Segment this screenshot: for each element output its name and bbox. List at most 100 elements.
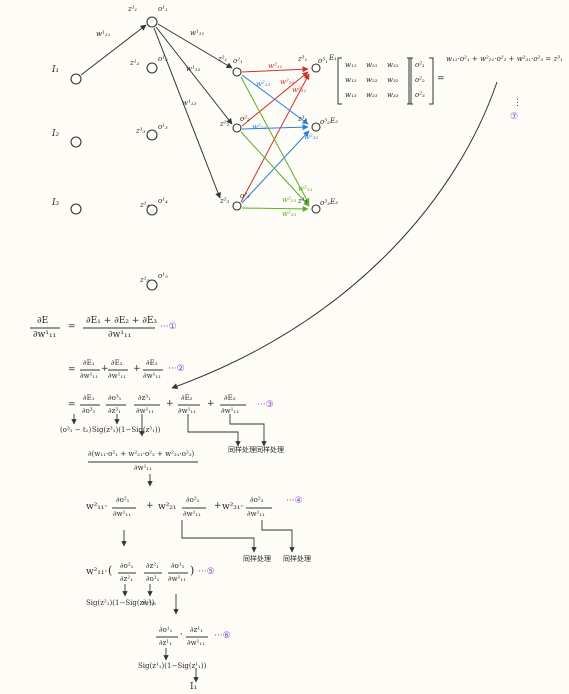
eq5-f3-den: ∂w¹₁₁ [168,575,187,583]
eq2-plus-2: + [133,364,141,374]
eq3-plus-1: + [166,399,174,409]
eq3-f1-num: ∂E₁ [83,394,95,402]
output-e-1: E₁ [329,54,337,62]
weight-green-2: w²₂₃ [282,196,297,204]
eq3-plus-2: + [207,399,215,409]
output-node-1 [311,63,321,73]
hidden1-z-1: z¹₁ [128,5,138,13]
output-e-2: E₂ [330,117,338,125]
matrix-cell: w₃₁ [387,61,399,69]
edge-green-1 [240,76,310,205]
connector-line [261,520,295,553]
vector-cell: o²₃ [415,91,425,99]
first-layer-weight-3: w¹₁₃ [182,99,197,107]
eq2-t1-den: ∂w¹₁₁ [80,372,99,380]
expansion-num: ∂(w₁₁·o²₁ + w²₂₁·o²₂ + w²₃₁·o²₃) [88,450,195,458]
eq4-coef-1: w²₁₁· [86,502,108,512]
eq4-same-1: 同样处理 [243,555,271,563]
eq6-f1-num: ∂o¹₁ [159,626,173,634]
eq1-rhs-num: ∂E₁ + ∂E₂ + ∂E₃ [86,316,158,326]
eq4-f3-num: ∂o²₃ [250,496,264,504]
eq4-plus-1: + [146,501,154,511]
matrix-cell: w₁₂ [345,76,357,84]
eq4-f3-den: ∂w¹₁₁ [247,510,266,518]
hidden2-node-1 [232,67,242,77]
eq4-coef-3: w²₃₁· [222,502,244,512]
output-node-2 [311,122,321,132]
weight-red-3: w²₃₁ [292,86,307,94]
eq5-close-paren: ) [190,564,195,577]
hidden1-z-4: z¹₄ [140,201,150,209]
output-z-3: z³₃ [298,197,308,205]
hidden1-z-3: z¹₃ [136,127,146,135]
edge-green-2 [240,131,310,207]
edge-green-3 [241,205,309,212]
output-z-1: z³₁ [298,55,308,63]
hidden2-o-3: o²₃ [240,192,250,200]
input-label-1: I₁ [52,65,60,75]
eq5-f2-den: ∂o¹₁ [146,575,160,583]
eq4-plus-2: + [214,501,222,511]
eq2-t1-num: ∂E₁ [83,359,95,367]
weight-red-1: w²₁₁ [268,62,283,70]
marker-2: ···② [168,364,185,374]
eq1-rhs-den: ∂w¹₁₁ [108,330,132,340]
hidden1-node-1 [146,16,158,28]
eq3-t3-num: ∂E₃ [224,394,236,402]
eq3-t2-num: ∂E₂ [181,394,193,402]
vector-cell: o²₂ [415,76,425,84]
edge-i1-h1 [80,24,147,76]
vector-cell: o²₁ [415,61,425,69]
eq2-t2-num: ∂E₂ [111,359,123,367]
marker-3: ···③ [257,400,274,410]
input-node-1 [70,73,82,85]
marker-6: ···⑥ [214,631,231,641]
eq3-under-2: Sig(z³₁)(1−Sig(z³₁)) [92,426,161,434]
eq3-same-1: 同样处理 [228,446,256,454]
eq4-f2-num: ∂o²₂ [186,496,200,504]
eq6-under-2: I₁ [190,682,198,692]
curved-reference-arrow [171,81,498,389]
eq3-under-1: (o³₁ − t₁) [60,426,92,434]
eq1-equals: = [68,322,76,332]
output-node-3 [311,204,321,214]
eq1-lhs-num: ∂E [37,316,49,326]
eq3-f2-num: ∂o³₁ [108,394,122,402]
edge-blue-1 [241,74,309,125]
hidden1-node-4 [146,204,158,216]
hidden2-o-1: o²₁ [233,57,243,65]
eq2-equals: = [68,365,76,375]
matrix-cell: w₃₃ [387,91,399,99]
eq2-t3-den: ∂w¹₁₁ [143,372,162,380]
matrix-equals: = [437,74,445,84]
matrix-cell: w₁₁ [345,61,357,69]
weight-red-2: w²₂₁ [280,78,295,86]
input-node-3 [70,203,82,215]
output-z-2: z³₂ [298,115,308,123]
eq2-t3-num: ∂E₃ [146,359,158,367]
expansion-den: ∂w¹₁₁ [134,464,153,472]
eq5-under-1: Sig(z²₁)(1−Sig(z²₁)) [86,599,155,607]
edge-h1-h2-1 [157,23,233,69]
eq6-dot: · [180,630,183,640]
hidden1-o-2: o¹₂ [158,55,168,63]
hidden2-z-3: z²₃ [220,197,230,205]
hidden1-node-5 [146,279,158,291]
edge-red-3 [240,73,310,203]
edge-h1-h2-2 [155,26,233,125]
eq3-equals: = [68,400,76,410]
eq3-t3-den: ∂w¹₁₁ [221,407,240,415]
eq5-f2-num: ∂z²₁ [146,562,159,570]
eq6-f1-den: ∂z¹₁ [159,639,172,647]
matrix-left-bracket [337,57,342,105]
connector-line [187,414,241,447]
eq2-plus-1: + [101,364,109,374]
input-node-2 [70,136,82,148]
eq5-f1-num: ∂o²₁ [120,562,134,570]
hidden2-o-2: o²₂ [240,115,250,123]
matrix-cell: w₁₃ [345,91,357,99]
connector-line [181,520,257,553]
output-o-2: o³₂ [320,118,330,126]
input-label-2: I₂ [52,129,60,139]
